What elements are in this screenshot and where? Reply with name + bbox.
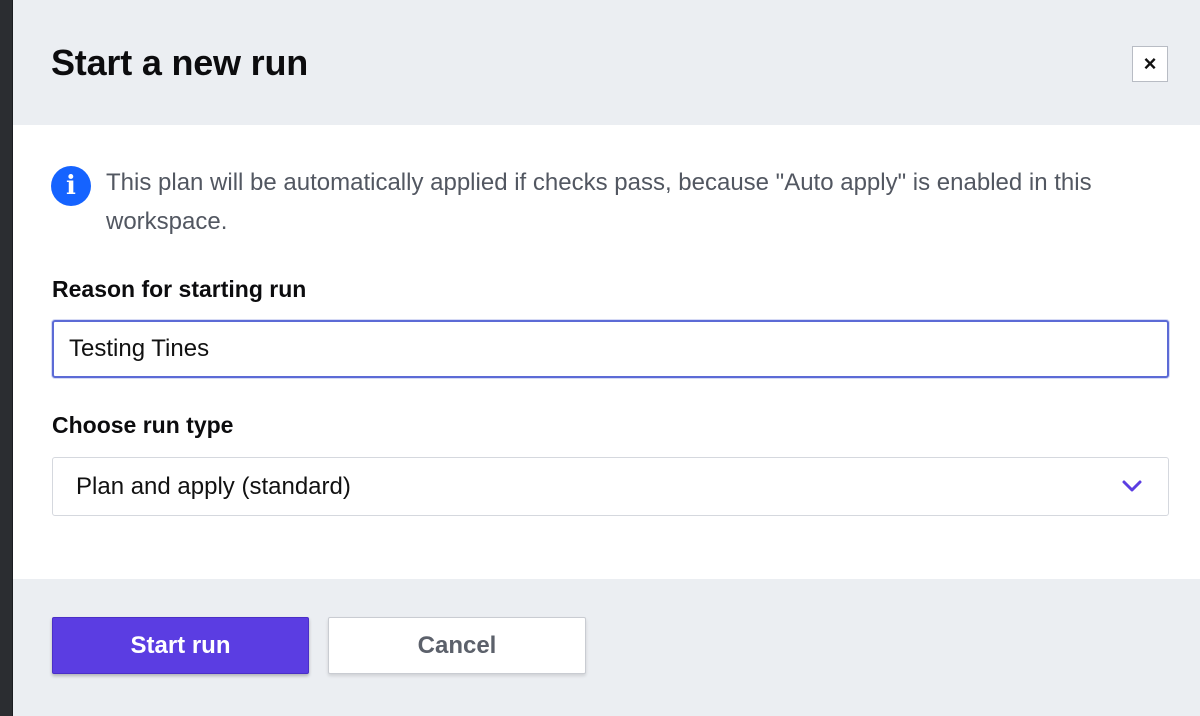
reason-label: Reason for starting run: [52, 276, 307, 302]
chevron-down-icon: [1122, 480, 1142, 492]
notice-text: This plan will be automatically applied …: [106, 169, 1092, 235]
start-run-button[interactable]: Start run: [52, 617, 309, 674]
run-type-label: Choose run type: [52, 412, 234, 438]
run-type-selected-value: Plan and apply (standard): [76, 473, 351, 500]
run-type-select[interactable]: Plan and apply (standard): [52, 457, 1169, 516]
dialog-title: Start a new run: [51, 42, 309, 83]
close-button[interactable]: ×: [1132, 46, 1168, 82]
info-icon: i: [51, 166, 91, 206]
reason-input[interactable]: [52, 320, 1169, 378]
close-icon: ×: [1143, 51, 1157, 76]
start-run-dialog: Start a new run × i This plan will be au…: [12, 0, 1200, 716]
cancel-button[interactable]: Cancel: [328, 617, 586, 674]
dialog-header: Start a new run ×: [13, 0, 1200, 125]
dialog-footer: Start run Cancel: [13, 579, 1200, 716]
